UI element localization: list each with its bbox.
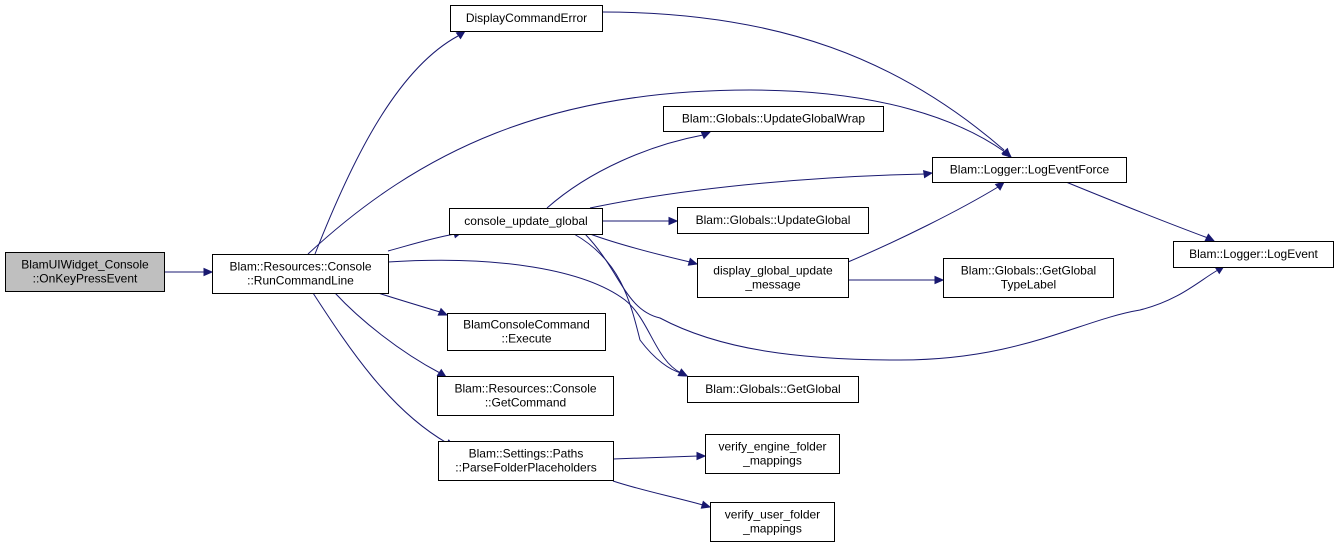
node-vufm[interactable]: verify_user_folder_mappings <box>710 502 835 542</box>
edge-runcmd-to-exec <box>377 292 449 316</box>
edge-runcmd-to-getcmd <box>334 292 448 378</box>
node-displayerr[interactable]: DisplayCommandError <box>450 5 603 32</box>
edge-cug-to-le <box>584 233 1226 361</box>
node-label: BlamConsoleCommand <box>463 318 590 332</box>
node-box <box>932 157 1127 183</box>
edge-cug-to-lef <box>589 169 934 209</box>
node-label: Blam::Globals::GetGlobal <box>705 382 840 396</box>
arrowhead <box>677 368 689 377</box>
arrowhead <box>700 131 712 140</box>
arrowhead <box>994 181 1005 191</box>
node-box <box>687 376 859 403</box>
node-root[interactable]: BlamUIWidget_Console::OnKeyPressEvent <box>5 252 165 292</box>
arrowhead <box>437 307 449 316</box>
node-box <box>705 434 840 474</box>
node-label: ::Execute <box>501 332 551 346</box>
node-box <box>449 208 603 235</box>
edge-pfp-to-vufm <box>612 480 712 509</box>
node-label: _mappings <box>742 522 802 536</box>
node-ugw[interactable]: Blam::Globals::UpdateGlobalWrap <box>663 106 884 132</box>
edge-dgum-to-ggtl <box>848 275 945 285</box>
node-box <box>212 254 389 294</box>
edge-pfp-to-vefm <box>612 451 707 461</box>
node-box <box>663 106 884 132</box>
node-label: Blam::Globals::UpdateGlobalWrap <box>682 112 866 126</box>
node-label: Blam::Resources::Console <box>454 382 596 396</box>
node-getglobal[interactable]: Blam::Globals::GetGlobal <box>687 376 859 403</box>
node-label: TypeLabel <box>1001 278 1056 292</box>
node-box <box>438 441 614 481</box>
node-label: verify_engine_folder <box>718 440 826 454</box>
node-box <box>450 5 603 32</box>
node-label: ::OnKeyPressEvent <box>33 272 138 286</box>
arrowhead <box>696 451 707 461</box>
node-label: Blam::Globals::GetGlobal <box>961 264 1096 278</box>
node-le[interactable]: Blam::Logger::LogEvent <box>1173 241 1334 268</box>
node-label: ::GetCommand <box>485 396 566 410</box>
arrowhead <box>1001 147 1011 158</box>
node-label: Blam::Settings::Paths <box>469 447 584 461</box>
node-label: BlamUIWidget_Console <box>21 258 149 272</box>
node-pfp[interactable]: Blam::Settings::Paths::ParseFolderPlaceh… <box>438 441 614 481</box>
arrowhead <box>687 257 699 266</box>
arrowhead <box>203 267 214 277</box>
node-label: ::ParseFolderPlaceholders <box>455 461 596 475</box>
arrowhead <box>922 169 934 179</box>
node-label: verify_user_folder <box>725 508 820 522</box>
edge-runcmd-to-lef <box>307 89 1012 255</box>
node-label: display_global_update <box>713 264 833 278</box>
node-box <box>1173 241 1334 268</box>
arrowhead <box>668 216 679 226</box>
node-label: Blam::Logger::LogEventForce <box>950 163 1110 177</box>
edge-cug-to-getglobal <box>573 233 689 377</box>
arrowhead <box>700 500 712 509</box>
node-cug[interactable]: console_update_global <box>449 208 603 235</box>
node-box <box>437 376 614 416</box>
node-label: Blam::Resources::Console <box>229 260 371 274</box>
node-label: Blam::Globals::UpdateGlobal <box>696 213 851 227</box>
edge-cug-to-dgum <box>589 233 699 266</box>
edge-runcmd-to-pfp <box>312 292 456 448</box>
arrowhead <box>1204 233 1216 242</box>
node-box <box>677 207 869 234</box>
edge-cug-to-ugw <box>546 131 712 209</box>
node-label: DisplayCommandError <box>466 11 587 25</box>
node-getcmd[interactable]: Blam::Resources::Console::GetCommand <box>437 376 614 416</box>
arrowhead <box>934 275 945 285</box>
node-vefm[interactable]: verify_engine_folder_mappings <box>705 434 840 474</box>
node-ug[interactable]: Blam::Globals::UpdateGlobal <box>677 207 869 234</box>
arrowhead <box>436 368 448 378</box>
edge-runcmd-to-displayerr <box>314 30 467 255</box>
arrowhead <box>455 30 467 40</box>
node-runcmd[interactable]: Blam::Resources::Console::RunCommandLine <box>212 254 389 294</box>
node-label: console_update_global <box>464 214 587 228</box>
edge-dgum-to-lef <box>847 181 1005 263</box>
node-box <box>5 252 165 292</box>
node-label: ::RunCommandLine <box>247 274 354 288</box>
edge-root-to-runcmd <box>165 267 214 277</box>
node-box <box>447 313 606 351</box>
edge-lef-to-le <box>1065 181 1216 242</box>
edge-cug-to-ug <box>602 216 679 226</box>
node-box <box>943 258 1114 298</box>
node-box <box>697 258 849 298</box>
node-dgum[interactable]: display_global_update_message <box>697 258 849 298</box>
edge-displayerr-to-lef <box>601 11 1011 158</box>
node-lef[interactable]: Blam::Logger::LogEventForce <box>932 157 1127 183</box>
node-exec[interactable]: BlamConsoleCommand::Execute <box>447 313 606 351</box>
node-label: _message <box>744 278 801 292</box>
node-label: _mappings <box>742 454 802 468</box>
node-box <box>710 502 835 542</box>
node-label: Blam::Logger::LogEvent <box>1189 247 1318 261</box>
